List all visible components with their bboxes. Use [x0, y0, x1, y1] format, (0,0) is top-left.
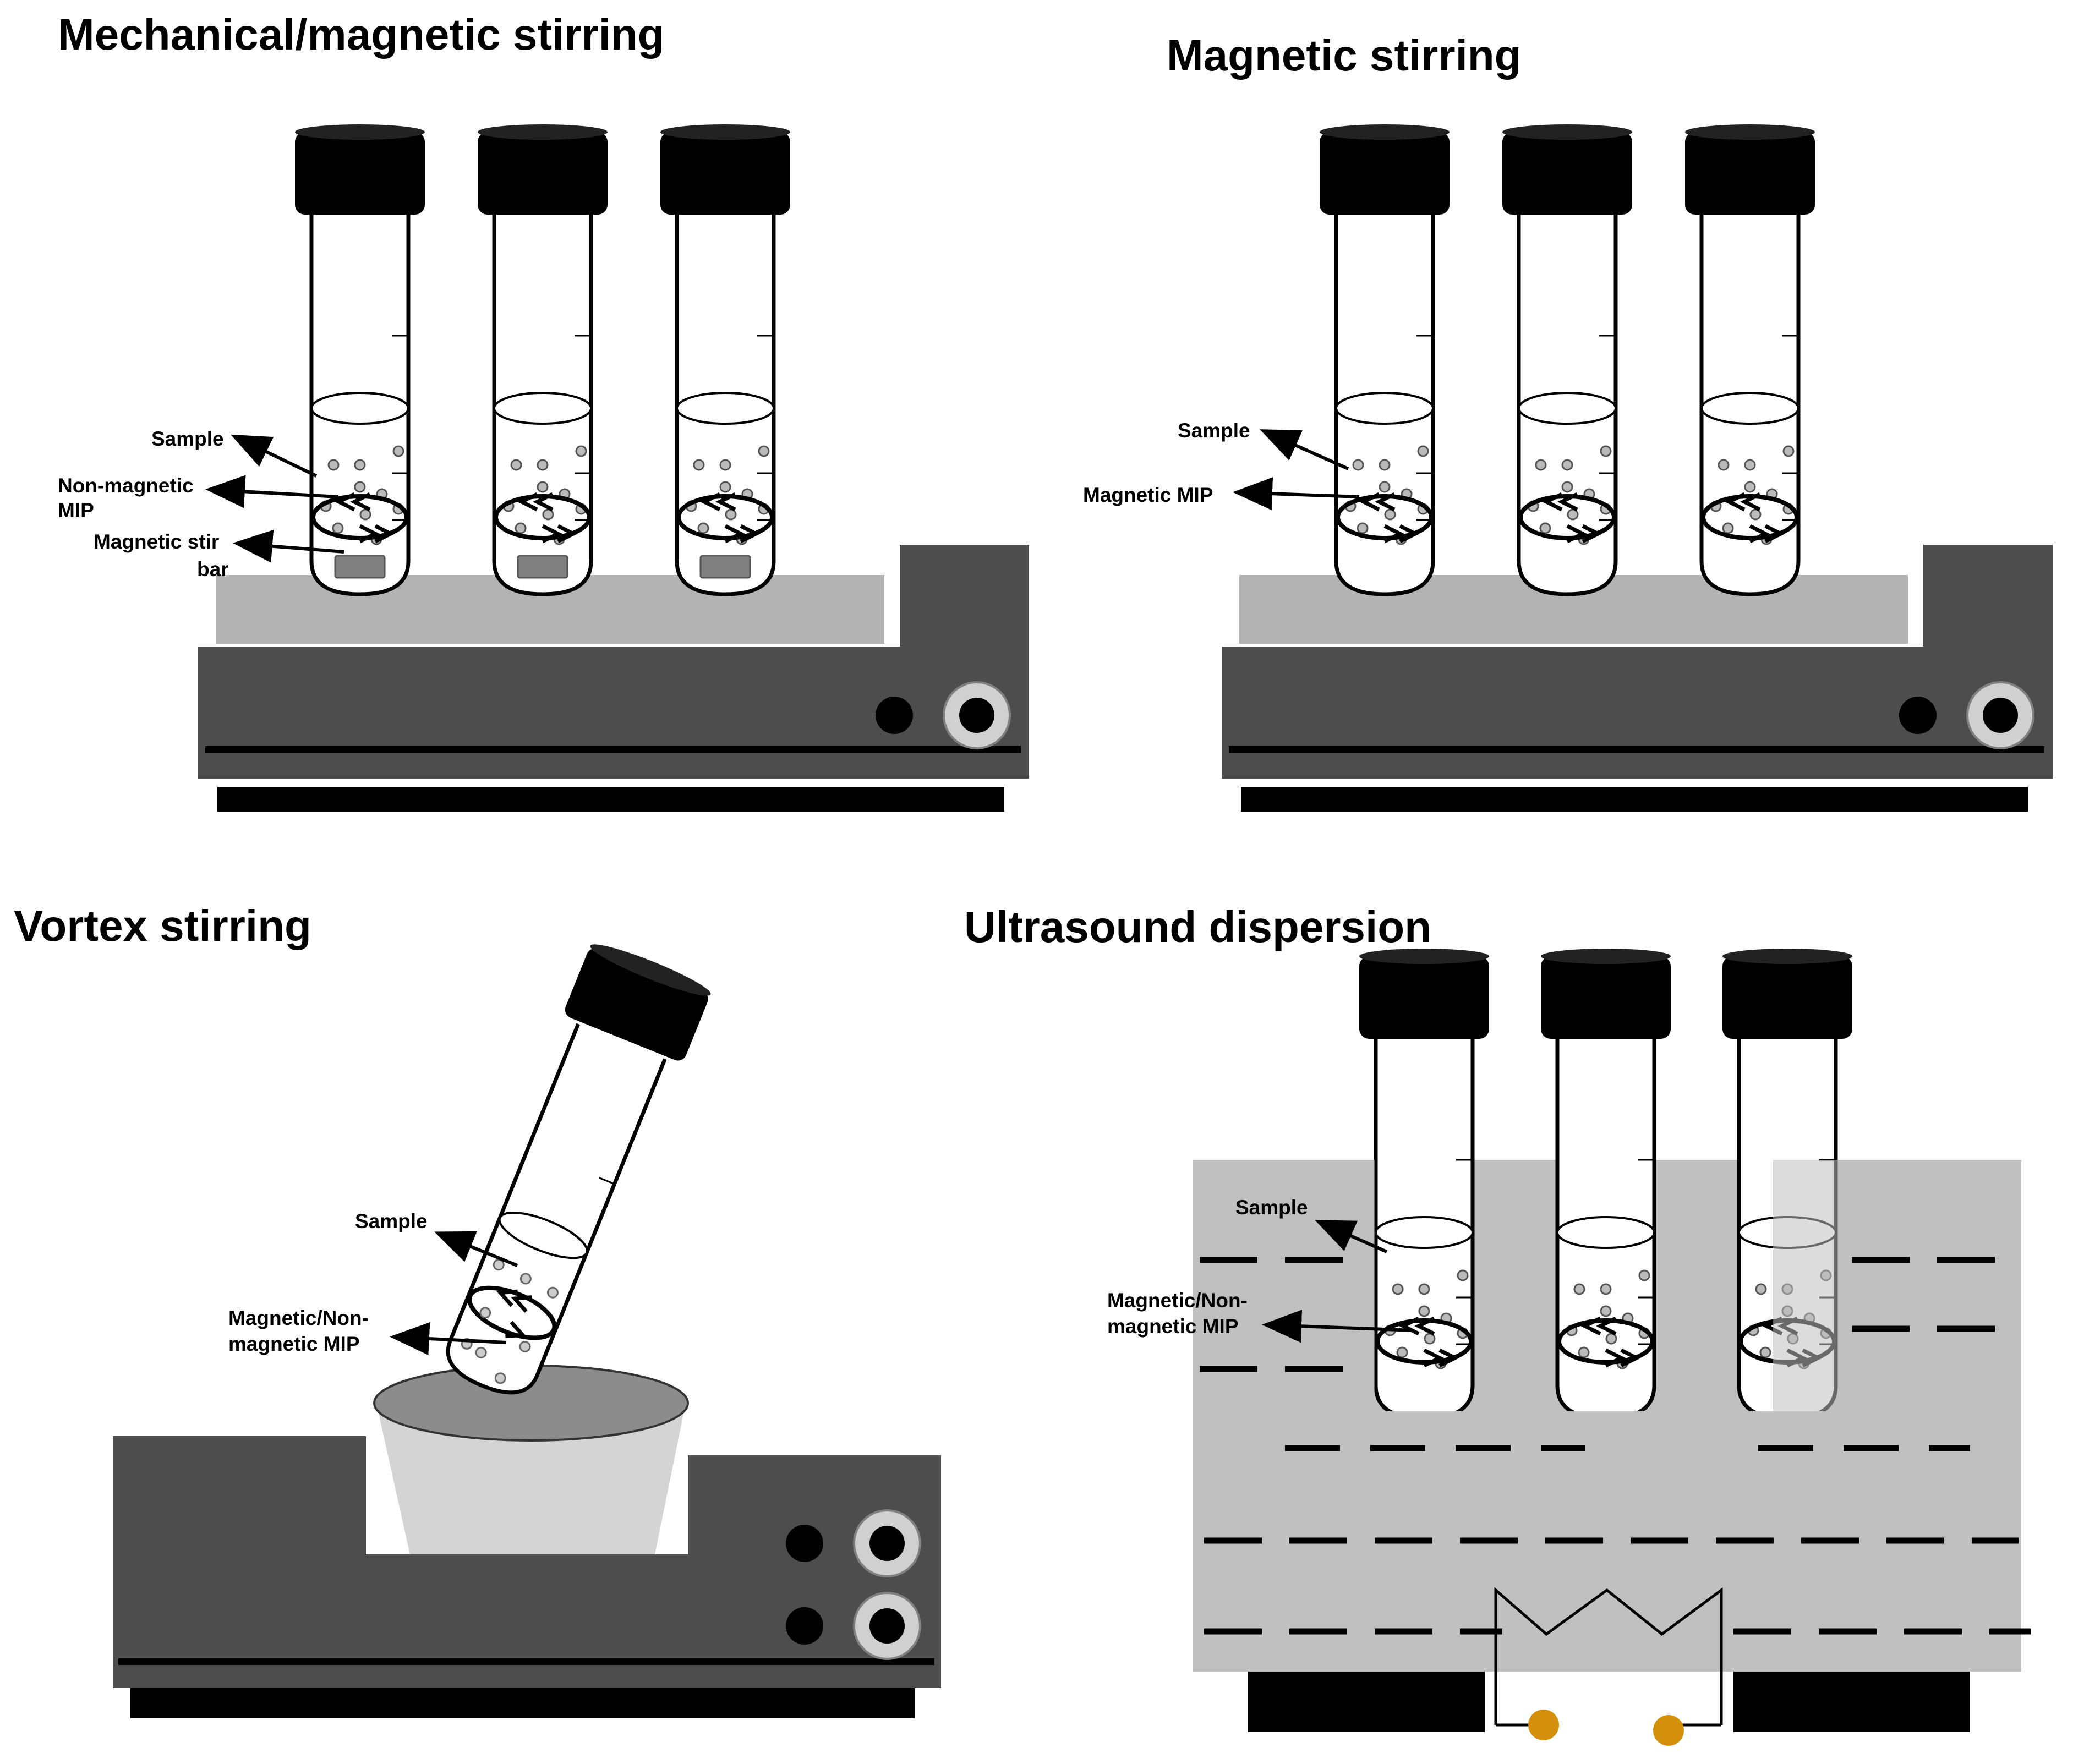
device-body [1222, 545, 2053, 779]
device-feet [217, 787, 1004, 812]
panel-title: Magnetic stirring [1167, 31, 1522, 80]
device-body [113, 1436, 941, 1688]
tube [295, 124, 425, 594]
panel-title: Ultrasound dispersion [964, 902, 1431, 951]
device-feet [1241, 787, 2028, 812]
device-feet [130, 1686, 915, 1718]
label-mip: MIP [58, 499, 94, 522]
arrow-mip [390, 1322, 507, 1355]
label-mip: Magnetic/Non- [1107, 1289, 1248, 1312]
tube [1359, 949, 1489, 1418]
electrode-icon [1528, 1710, 1559, 1740]
bath-foot [1248, 1672, 1485, 1732]
label-mip: Magnetic MIP [1083, 484, 1213, 506]
tilted-tube [446, 944, 711, 1395]
panel-title: Vortex stirring [14, 901, 311, 950]
panel-mechanical-stirring: Mechanical/magnetic stirring Sample Non-… [58, 10, 1029, 812]
label-mip: magnetic MIP [228, 1333, 360, 1355]
arrow-sample [1315, 1220, 1388, 1253]
vortex-cup [377, 1406, 685, 1554]
arrow-mip [205, 475, 339, 508]
label-sample: Sample [151, 428, 224, 450]
tube [1320, 124, 1450, 594]
arrow-sample [1260, 429, 1349, 470]
device-body [198, 545, 1029, 779]
stirrer-device [1222, 545, 2053, 812]
arrow-sample [231, 434, 318, 478]
tube [1541, 949, 1671, 1418]
panel-vortex-stirring: Vortex stirring [14, 901, 941, 1718]
arrow-sample [434, 1231, 518, 1267]
label-stir-bar: bar [197, 558, 229, 580]
bath-foot [1733, 1672, 1970, 1732]
arrow-mip [1262, 1310, 1415, 1343]
label-sample: Sample [355, 1210, 428, 1232]
electrode-icon [1653, 1715, 1684, 1746]
ultrasonic-waves [1200, 1257, 2031, 1635]
label-sample: Sample [1178, 419, 1250, 442]
label-mip: Magnetic/Non- [228, 1307, 369, 1329]
label-sample: Sample [1235, 1196, 1308, 1219]
panel-title: Mechanical/magnetic stirring [58, 10, 665, 59]
bath-water-right [1773, 1160, 2021, 1413]
tube [1685, 124, 1815, 594]
label-mip: magnetic MIP [1107, 1315, 1239, 1338]
label-mip: Non-magnetic [58, 474, 194, 497]
panel-ultrasound-dispersion: Ultrasound dispersion Sam [964, 902, 2031, 1746]
vortex-device [113, 1365, 941, 1718]
label-stir-bar: Magnetic stir [94, 530, 219, 553]
panel-magnetic-stirring: Magnetic stirring Sample Magnetic MIP [1083, 31, 2053, 812]
arrow-stir-bar [233, 529, 344, 563]
tube [478, 124, 608, 594]
tube [1502, 124, 1632, 594]
arrow-mip [1233, 477, 1360, 511]
tube [660, 124, 790, 594]
